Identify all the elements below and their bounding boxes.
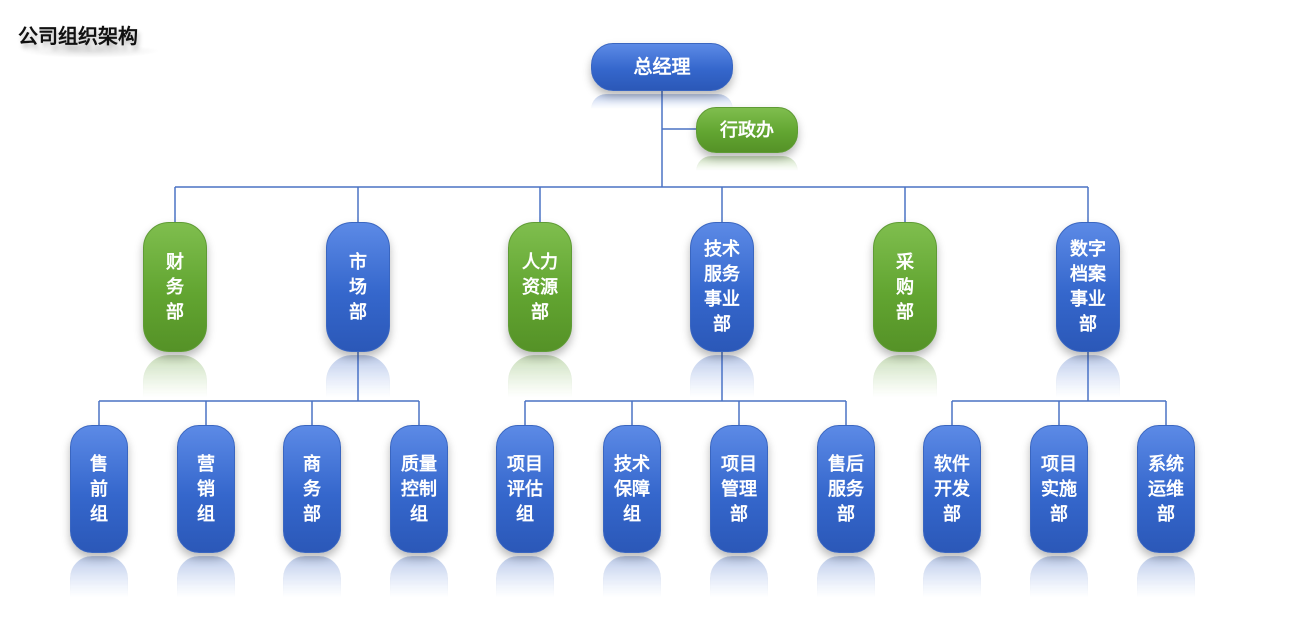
assistant-node[interactable]: 行政办 [696,107,798,153]
team-node-reflection [923,556,981,597]
department-node-reflection [690,355,754,397]
team-node[interactable]: 质量 控制 组 [390,425,448,553]
page-title: 公司组织架构 [18,24,138,48]
team-node-reflection [710,556,768,597]
team-node-reflection [603,556,661,597]
team-node-label: 项目 管理 部 [721,453,757,525]
team-node-label: 营 销 组 [197,453,215,525]
team-node-reflection [177,556,235,597]
team-node[interactable]: 商 务 部 [283,425,341,553]
team-node-reflection [1137,556,1195,597]
ceo-node[interactable]: 总经理 [591,43,733,91]
team-node[interactable]: 项目 实施 部 [1030,425,1088,553]
ceo-node-label: 总经理 [633,55,691,78]
team-node-label: 项目 评估 组 [507,453,543,525]
team-node[interactable]: 项目 评估 组 [496,425,554,553]
team-node-reflection [390,556,448,597]
department-node-label: 采 购 部 [896,251,914,323]
department-node[interactable]: 人力 资源 部 [508,222,572,352]
title-shadow [20,44,160,58]
department-node-label: 人力 资源 部 [522,251,558,323]
department-node[interactable]: 技术 服务 事业 部 [690,222,754,352]
department-node[interactable]: 数字 档案 事业 部 [1056,222,1120,352]
department-node-reflection [143,355,207,397]
department-node-reflection [873,355,937,397]
team-node-label: 商 务 部 [303,453,321,525]
department-node-reflection [508,355,572,397]
team-node-label: 售后 服务 部 [828,453,864,525]
assistant-node-label: 行政办 [720,119,774,141]
department-node[interactable]: 采 购 部 [873,222,937,352]
department-node[interactable]: 市 场 部 [326,222,390,352]
team-node[interactable]: 技术 保障 组 [603,425,661,553]
team-node-label: 售 前 组 [90,453,108,525]
team-node[interactable]: 营 销 组 [177,425,235,553]
department-node-label: 技术 服务 事业 部 [704,239,740,335]
team-node-reflection [70,556,128,597]
team-node-label: 技术 保障 组 [614,453,650,525]
department-node-label: 数字 档案 事业 部 [1070,239,1106,335]
department-node[interactable]: 财 务 部 [143,222,207,352]
team-node[interactable]: 售 前 组 [70,425,128,553]
department-node-label: 市 场 部 [349,251,367,323]
team-node-label: 系统 运维 部 [1148,453,1184,525]
team-node-label: 软件 开发 部 [934,453,970,525]
team-node-label: 项目 实施 部 [1041,453,1077,525]
team-node-reflection [283,556,341,597]
team-node-reflection [1030,556,1088,597]
team-node[interactable]: 项目 管理 部 [710,425,768,553]
department-node-reflection [1056,355,1120,397]
team-node[interactable]: 系统 运维 部 [1137,425,1195,553]
team-node[interactable]: 软件 开发 部 [923,425,981,553]
department-node-reflection [326,355,390,397]
department-node-label: 财 务 部 [166,251,184,323]
team-node[interactable]: 售后 服务 部 [817,425,875,553]
team-node-reflection [496,556,554,597]
team-node-label: 质量 控制 组 [401,453,437,525]
assistant-node-reflection [696,156,798,171]
team-node-reflection [817,556,875,597]
